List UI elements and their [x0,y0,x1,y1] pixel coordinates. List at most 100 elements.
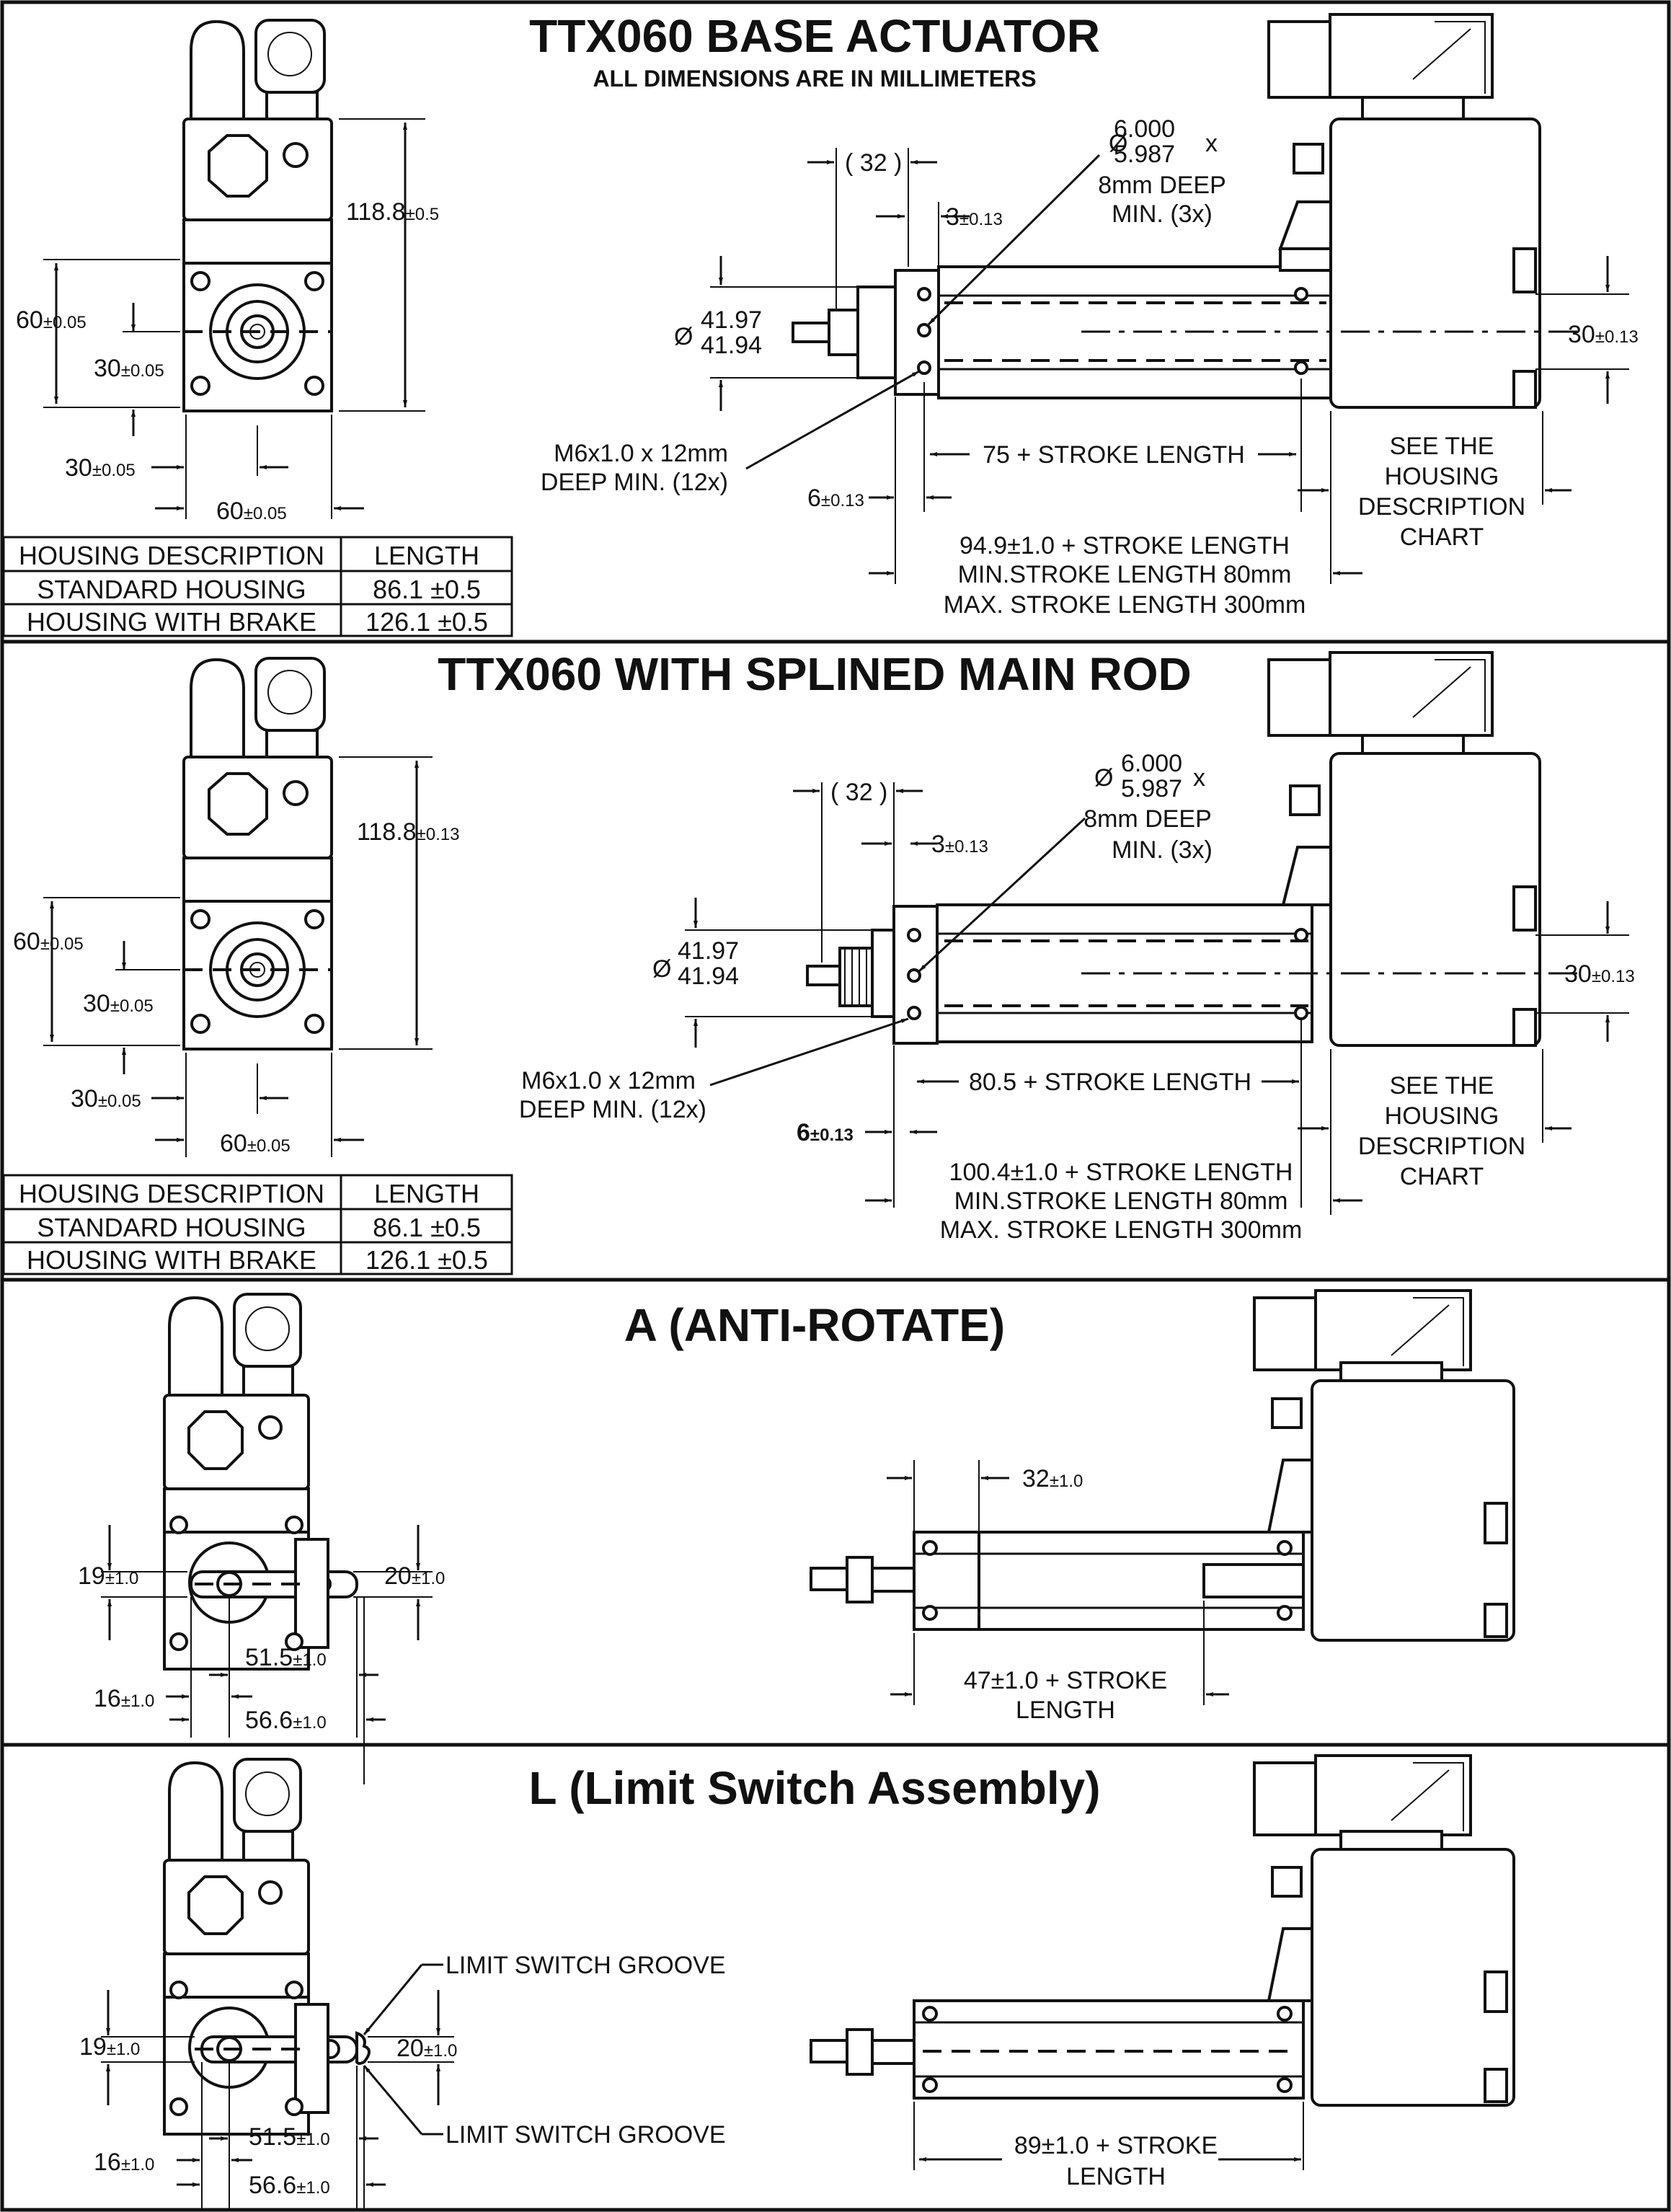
see-housing-2: HOUSING [1385,1102,1499,1130]
dim-rail-length: 80.5 + STROKE LENGTH [969,1069,1251,1096]
dim-pilot-dia-bottom: 41.94 [701,332,762,359]
dim-tap-line1: M6x1.0 x 12mm [521,1067,696,1094]
table-header: HOUSING DESCRIPTION [19,1179,324,1208]
dim-face-offset: 6 [807,485,821,512]
svg-text:118.8±0.13: 118.8±0.13 [357,818,459,846]
dim-ext: 32 [1022,1465,1050,1492]
dim-half-vert-tol: ±0.05 [121,361,164,381]
connector-detail [1412,21,1486,94]
table-cell: HOUSING WITH BRAKE [27,1245,316,1275]
dim-left: 19 [78,1562,105,1590]
groove-label-top: LIMIT SWITCH GROOVE [446,1952,726,1979]
bolt-hole [190,271,210,291]
spline-teeth [844,950,867,1004]
dim-pin-dia-bottom: 5.987 [1121,775,1182,802]
motor-body [1329,118,1541,409]
table-cell: 86.1 ±0.5 [373,575,481,604]
see-housing-1: SEE THE [1390,1072,1494,1100]
limit-switch-bracket [294,2003,329,2114]
limit-switch-groove [355,2031,371,2065]
dim-overall-tol: ±1.0 [296,2178,330,2198]
svg-text:118.8±0.5: 118.8±0.5 [346,198,439,226]
dim-length-1: 89±1.0 + STROKE [1014,2132,1218,2159]
cable-gland [190,19,245,120]
svg-text:6±0.13: 6±0.13 [807,485,864,512]
dim-center-tol: ±0.13 [1592,967,1635,986]
dim-ext-tol: ±1.0 [1050,1472,1083,1491]
connector-base [265,91,319,123]
dim-half-vert: 30 [83,990,110,1017]
side-view-dims: ( 32 ) 3±0.13 Ø 6.000 5.987 x 8mm DEEP M… [541,115,1639,619]
end-view-drawing [163,1293,358,1671]
housing-table: HOUSING DESCRIPTION LENGTH STANDARD HOUS… [2,1174,513,1275]
dim-right-tol: ±1.0 [424,2041,458,2061]
rod-nut [828,309,859,356]
table-cell: STANDARD HOUSING [37,575,306,604]
tap-hole [1294,287,1308,301]
side-view-drawing [792,13,1586,409]
svg-text:51.5±1.0: 51.5±1.0 [249,2123,330,2151]
dim-overall: 56.6 [249,2172,296,2199]
housing-latch [1512,370,1537,409]
dim-overall: 56.6 [245,1707,293,1734]
vent-screw-side [1293,143,1324,174]
dim-arm: 51.5 [249,2123,296,2151]
dim-pilot-depth-tol: ±0.13 [959,210,1003,229]
gearbox-step [1279,247,1332,272]
rod-ext-value: 32 [846,779,873,806]
cable-gland-side [1267,20,1331,99]
svg-text:51.5±1.0: 51.5±1.0 [245,1644,327,1671]
table-cell: STANDARD HOUSING [37,1213,306,1242]
table-header: LENGTH [374,1179,479,1208]
dim-right: 20 [396,2035,424,2062]
dim-overall-2: MIN.STROKE LENGTH 80mm [954,1187,1288,1215]
svg-text:60±0.05: 60±0.05 [16,306,87,334]
dim-half-horz-tol: ±0.05 [98,1092,141,1111]
end-view-dims: 118.8±0.5 60±0.05 30±0.05 30±0.05 60±0.0… [16,118,439,525]
end-view-dims: 19±1.0 20±1.0 51.5±1.0 16±1.0 56.6±1.0 [78,1525,445,1784]
anti-rotate-bracket [294,1538,329,1649]
dim-right-tol: ±1.0 [412,1569,446,1588]
rod-tip [792,322,830,343]
table-cell: 126.1 ±0.5 [365,1245,488,1275]
table-header: LENGTH [374,541,479,570]
dim-arm: 51.5 [245,1644,293,1671]
dim-face-offset-tol: ±0.13 [810,1125,854,1145]
svg-text:60±0.05: 60±0.05 [216,497,287,525]
see-housing-4: CHART [1400,1163,1484,1190]
svg-text:20±1.0: 20±1.0 [384,1562,445,1590]
svg-text:32±1.0: 32±1.0 [1022,1465,1083,1492]
svg-text:16±1.0: 16±1.0 [94,1685,154,1712]
svg-text:30±0.05: 30±0.05 [71,1085,141,1112]
side-view-drawing [810,1289,1515,1642]
end-view-dims: 19±1.0 20±1.0 LIMIT SWITCH GROOVE LIMIT … [79,1952,726,2210]
connector-housing [254,19,326,94]
dim-bolt-horz-tol: ±0.05 [247,1136,291,1156]
section-title: TTX060 BASE ACTUATOR [529,10,1100,62]
dim-pin-dia-top: 6.000 [1121,750,1182,777]
svg-text:16±1.0: 16±1.0 [94,2149,154,2176]
svg-text:3±0.13: 3±0.13 [946,203,1003,231]
pilot-collar [856,286,897,379]
side-view-dims: 32±1.0 47±1.0 + STROKE LENGTH [887,1460,1229,1724]
gear-housing [182,218,333,265]
dim-overall-2: MIN.STROKE LENGTH 80mm [958,561,1292,588]
dim-pin-depth: 8mm DEEP [1098,172,1226,199]
side-view-drawing [806,651,1586,1047]
anti-rotate-arm [190,1570,358,1598]
connector-pins [267,32,312,76]
svg-text:19±1.0: 19±1.0 [79,2033,140,2061]
dim-pilot-dia-top: 41.97 [701,306,762,334]
dim-pilot-dia-bottom: 41.94 [678,963,739,990]
dim-half-horz: 30 [65,454,92,482]
dia-symbol: Ø [1109,130,1127,157]
svg-text:56.6±1.0: 56.6±1.0 [249,2172,330,2199]
dim-length-1: 47±1.0 + STROKE [964,1667,1167,1694]
dim-offset-tol: ±1.0 [121,2155,155,2175]
section-title: L (Limit Switch Assembly) [528,1762,1100,1814]
svg-text:30±0.13: 30±0.13 [1564,960,1635,988]
dim-height-tol: ±0.5 [406,205,440,224]
bolt-hole [304,271,324,291]
